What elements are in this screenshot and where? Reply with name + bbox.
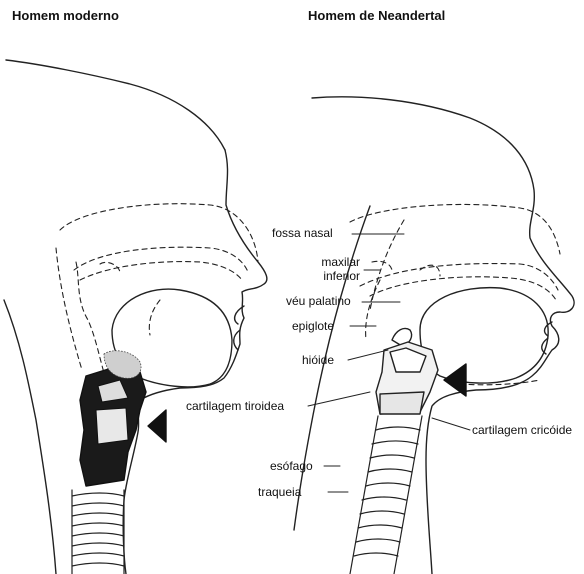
neanderthal-palate	[350, 204, 560, 384]
label-traqueia: traqueia	[258, 486, 301, 499]
label-inferior: inferior	[286, 270, 360, 283]
label-cartilagem-cricoide: cartilagem cricóide	[472, 424, 572, 437]
neanderthal-trachea	[350, 416, 422, 574]
modern-trachea	[72, 490, 124, 574]
label-esofago: esófago	[270, 460, 313, 473]
label-epiglote: epiglote	[292, 320, 334, 333]
label-cartilagem-tiroidea: cartilagem tiroidea	[186, 400, 284, 413]
label-hioide: hióide	[302, 354, 334, 367]
neanderthal-tongue	[420, 288, 548, 383]
modern-head-outline	[4, 60, 267, 574]
neanderthal-head-outline	[294, 97, 574, 574]
label-veu-palatino: véu palatino	[286, 295, 351, 308]
label-maxilar: maxilar	[286, 256, 360, 269]
modern-palate	[56, 204, 258, 380]
modern-arrow-icon	[148, 410, 166, 442]
label-fossa-nasal: fossa nasal	[272, 227, 333, 240]
neanderthal-arrow-icon	[444, 364, 466, 396]
